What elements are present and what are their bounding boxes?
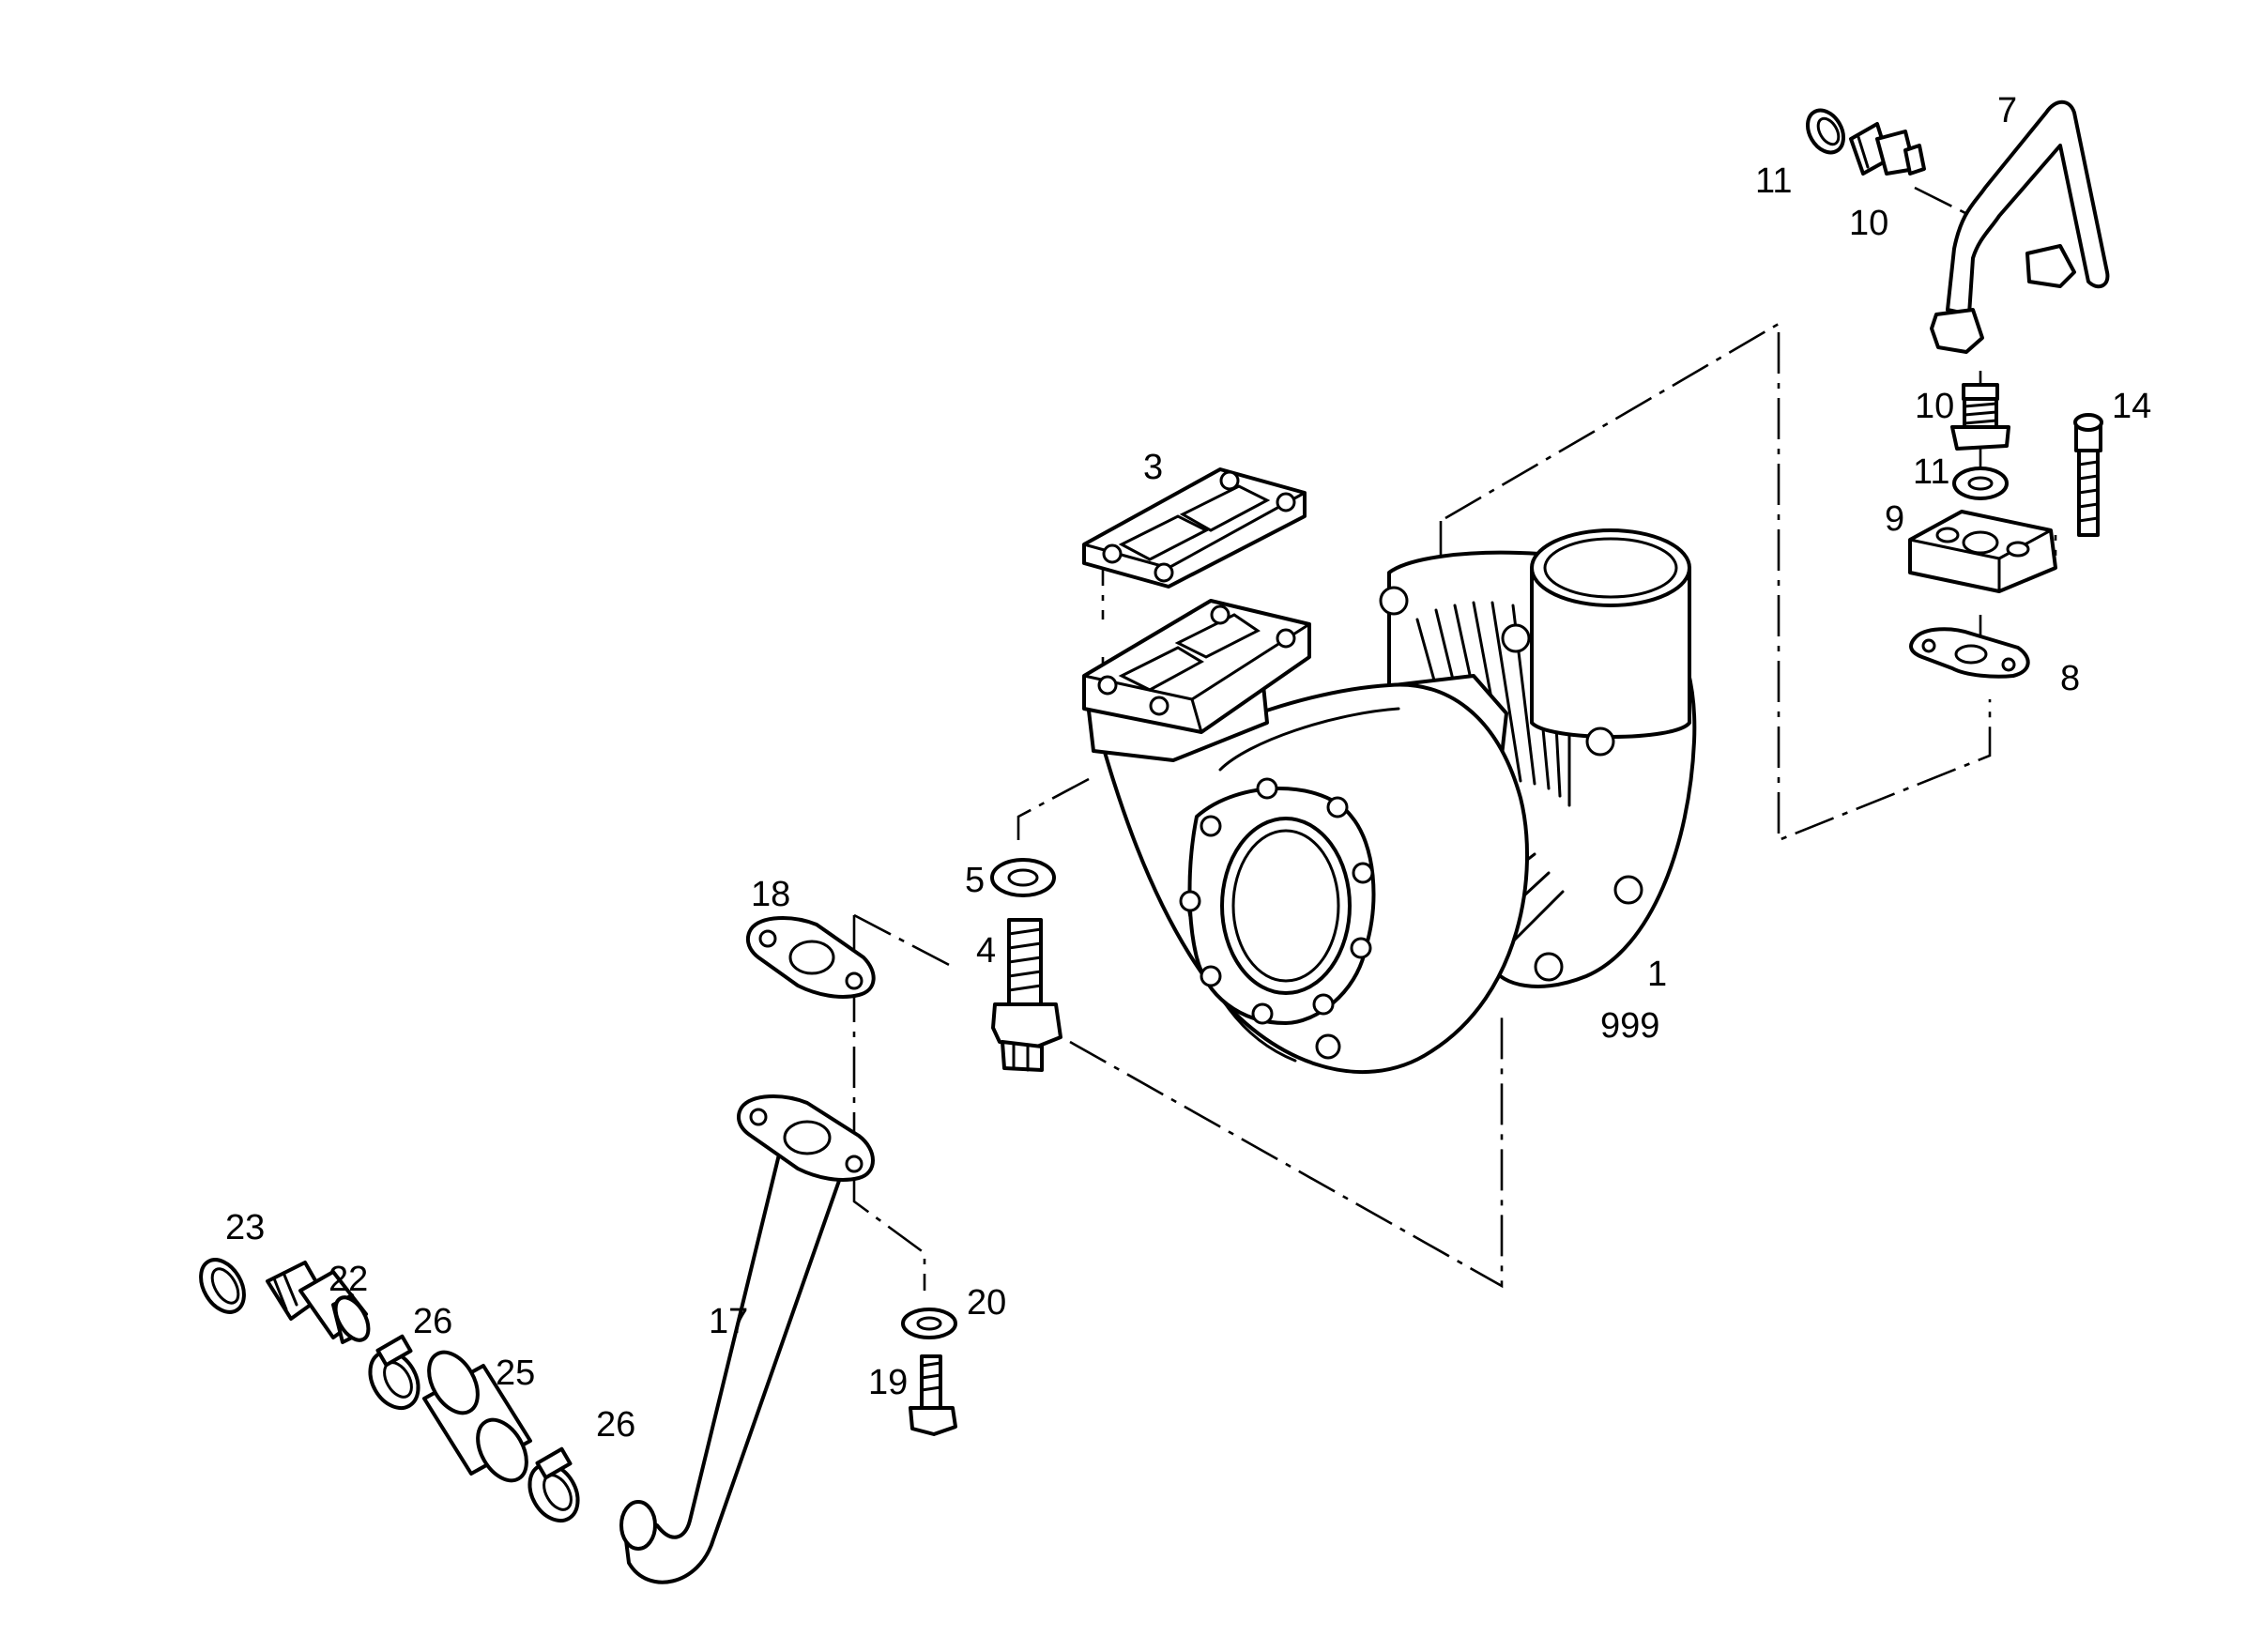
seal-ring-11b	[1952, 467, 2009, 500]
callout-11a: 11	[1755, 161, 1792, 201]
compressor-outlet-opening	[1530, 528, 1691, 607]
callout-11b: 11	[1913, 452, 1949, 492]
callout-19: 19	[868, 1363, 908, 1402]
housing-bolt	[1585, 727, 1615, 757]
turbocharger-assembly	[1082, 528, 1697, 1074]
callout-25: 25	[496, 1354, 535, 1393]
housing-bolt	[1501, 623, 1531, 653]
housing-bolt	[1613, 875, 1643, 905]
callout-17: 17	[709, 1302, 748, 1341]
adapter-block-9	[1908, 510, 2057, 593]
hose-clamp-26b	[527, 1446, 580, 1523]
callout-9: 9	[1885, 499, 1904, 539]
callout-labels: 1 999 3 4 5 7 8 9 10 10 11 11 14 17 18 1…	[225, 91, 2151, 1445]
oil-return-pipe-17	[619, 1094, 875, 1584]
stud-bolt-4	[991, 918, 1062, 1072]
callout-1: 1	[1647, 955, 1667, 994]
callout-4: 4	[976, 931, 996, 971]
turbine-outlet-bore	[1220, 817, 1352, 995]
callout-7: 7	[1997, 91, 2017, 130]
callout-14: 14	[2112, 387, 2151, 426]
washer-5	[990, 858, 1056, 897]
bolt-19	[909, 1354, 957, 1436]
union-fitting-22	[266, 1261, 371, 1344]
callout-8: 8	[2060, 659, 2080, 698]
drain-gasket-18	[745, 916, 876, 999]
washer-20	[901, 1308, 957, 1339]
callout-22: 22	[329, 1260, 368, 1299]
housing-bolt	[1534, 952, 1564, 982]
callout-23: 23	[225, 1208, 265, 1247]
seal-ring-11a	[1806, 108, 1845, 155]
oil-feed-line-7	[1930, 99, 2110, 354]
compressor-outlet-pipe	[1530, 566, 1691, 739]
flange-stud	[1312, 993, 1335, 1016]
callout-20: 20	[967, 1283, 1006, 1323]
housing-bolt	[1379, 586, 1409, 616]
fitting-10b	[1950, 383, 2010, 451]
flange-stud	[1179, 890, 1201, 912]
callout-26b: 26	[596, 1405, 635, 1445]
hose-clamp-26a	[368, 1334, 420, 1411]
callout-26a: 26	[413, 1302, 452, 1341]
seal-ring-23	[199, 1258, 246, 1314]
callout-5: 5	[965, 861, 985, 900]
flange-stud	[1350, 937, 1372, 959]
flange-stud	[1200, 965, 1222, 987]
cap-screw-14	[2073, 413, 2103, 537]
callout-3: 3	[1143, 448, 1163, 487]
flange-stud	[1326, 796, 1349, 818]
flange-stud	[1352, 862, 1374, 884]
flange-stud	[1256, 777, 1278, 800]
callout-10a: 10	[1849, 204, 1888, 243]
callout-999: 999	[1600, 1006, 1659, 1046]
hose-25	[422, 1350, 532, 1483]
callout-18: 18	[751, 875, 790, 914]
callout-10b: 10	[1915, 387, 1954, 426]
flange-stud	[1251, 1002, 1274, 1025]
gasket-8	[1909, 627, 2030, 679]
banjo-fitting-10a	[1849, 122, 1926, 176]
flange-stud	[1200, 815, 1222, 837]
exhaust-gasket	[1082, 467, 1307, 589]
